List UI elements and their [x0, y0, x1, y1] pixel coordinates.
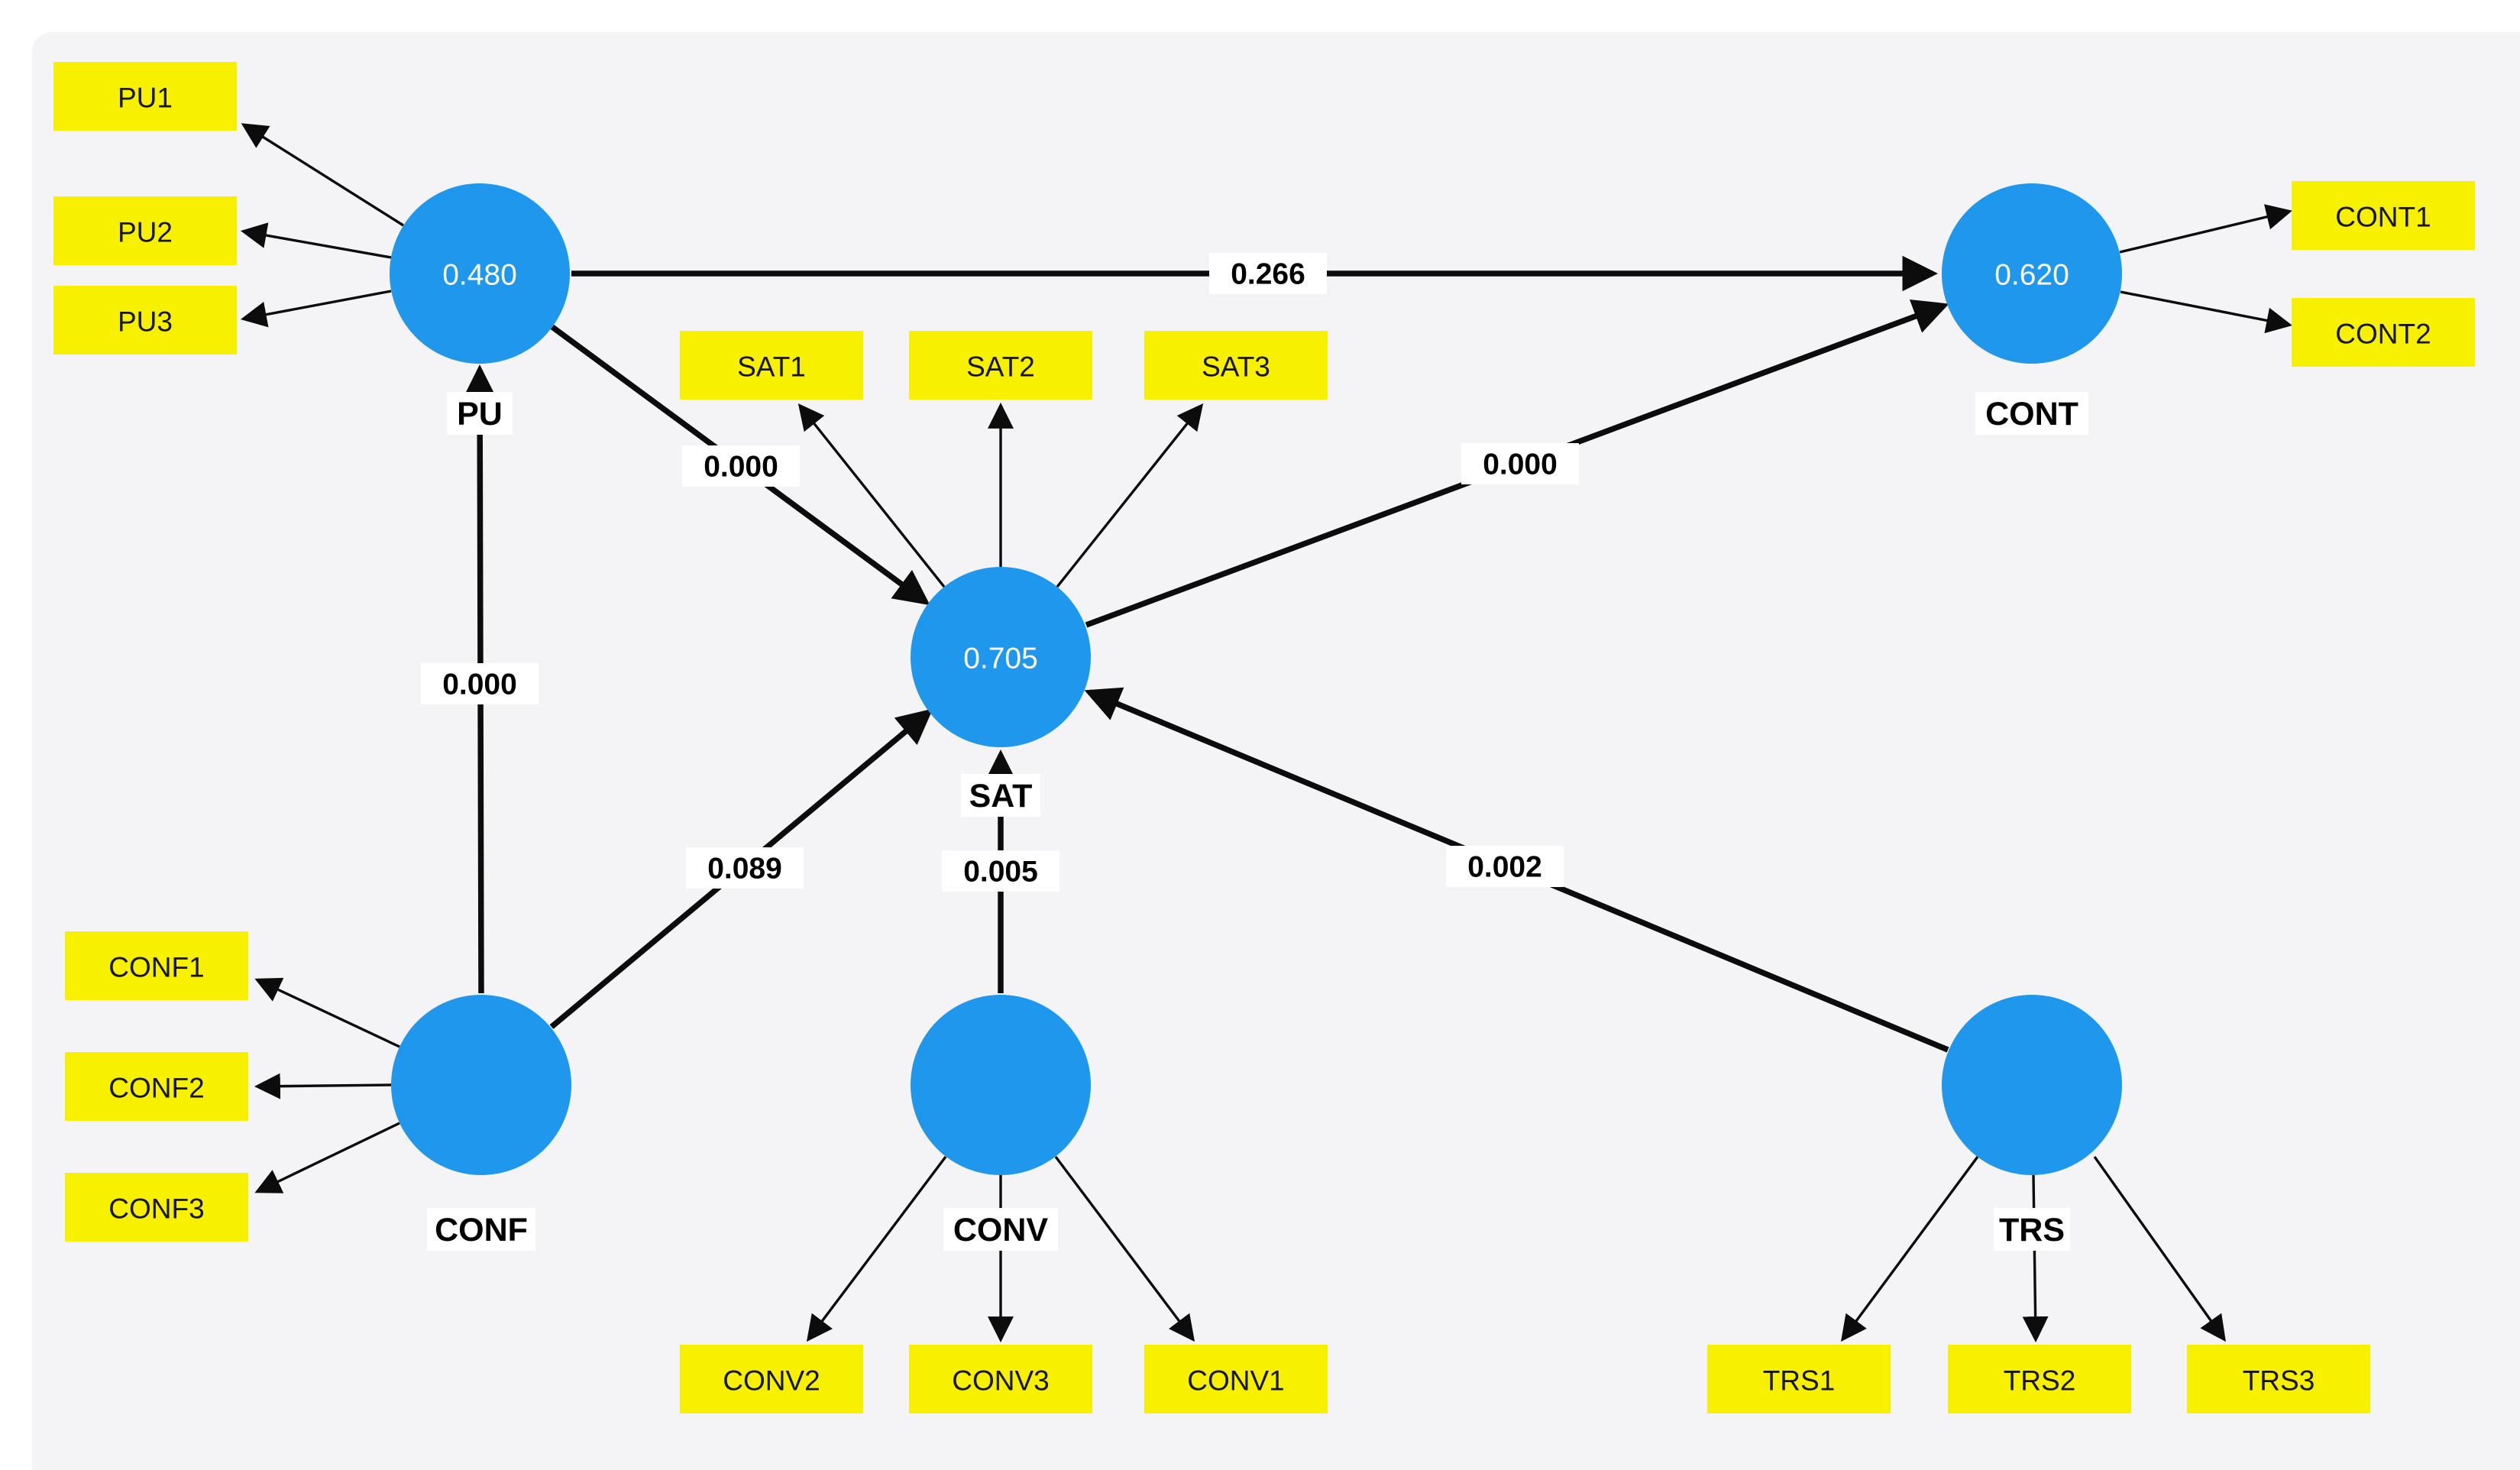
node-trs[interactable]	[1942, 995, 2122, 1175]
coef-trs-sat: 0.002	[1467, 851, 1542, 884]
indicator-conf1-label: CONF1	[108, 952, 204, 983]
indicator-conv2[interactable]	[680, 1345, 863, 1413]
indicator-trs1[interactable]	[1707, 1345, 1891, 1413]
arrow-trs-trs1[interactable]	[1840, 1155, 1979, 1342]
coef-conf-sat-bg	[686, 847, 804, 889]
arrow-cont-cont1[interactable]	[2119, 204, 2292, 254]
indicator-cont2[interactable]	[2292, 298, 2475, 367]
arrow-pu-pu1[interactable]	[241, 123, 404, 227]
path-coefficient-labels: 0.266 0.000 0.000 0.000 0.089 0.005 0.00…	[421, 253, 1579, 892]
arrow-conf-conf2[interactable]	[254, 1073, 392, 1099]
arrow-conv-conv2[interactable]	[806, 1155, 947, 1342]
node-trs-label-bg	[1994, 1208, 2070, 1251]
node-trs-label: TRS	[1999, 1212, 2065, 1248]
coef-pu-cont: 0.266	[1231, 258, 1305, 291]
indicator-trs1-label: TRS1	[1763, 1365, 1836, 1397]
indicator-conv1[interactable]	[1144, 1345, 1328, 1413]
arrow-conv-conv1[interactable]	[1054, 1155, 1195, 1342]
indicator-pu3-label: PU3	[118, 306, 173, 338]
latent-nodes: 0.480 0.620 0.705	[390, 183, 2122, 1175]
measurement-arrows	[240, 123, 2293, 1343]
arrow-sat-sat1[interactable]	[797, 403, 946, 588]
indicator-trs2-label: TRS2	[2004, 1365, 2076, 1397]
indicator-conv2-label: CONV2	[723, 1365, 820, 1397]
coef-conf-pu: 0.000	[442, 669, 517, 701]
indicator-sat1[interactable]	[680, 331, 863, 400]
arrow-pu-pu2[interactable]	[240, 222, 392, 259]
indicator-boxes: PU1 PU2 PU3 SAT1 SAT2 SAT3 CONT1 CONT2	[53, 62, 2475, 1413]
node-sat-r2: 0.705	[963, 643, 1038, 675]
indicator-conf1[interactable]	[65, 931, 248, 1000]
node-conv-label-bg	[943, 1208, 1058, 1251]
node-conv[interactable]	[911, 995, 1091, 1175]
coef-sat-cont: 0.000	[1483, 448, 1558, 481]
node-pu[interactable]	[390, 183, 570, 364]
indicator-sat1-label: SAT1	[737, 351, 806, 383]
coef-trs-sat-bg	[1446, 846, 1564, 887]
indicator-pu2-label: PU2	[118, 217, 173, 248]
node-sat-label: SAT	[969, 778, 1033, 814]
indicator-conv3[interactable]	[909, 1345, 1092, 1413]
arrow-conf-conf1[interactable]	[254, 977, 400, 1048]
node-conf-label-bg	[427, 1208, 535, 1251]
node-labels: PU CONT SAT CONF CONV TRS	[427, 392, 2088, 1251]
node-pu-label: PU	[457, 396, 503, 432]
coef-pu-sat-bg	[682, 445, 800, 487]
indicator-sat2[interactable]	[909, 331, 1092, 400]
indicator-conf2-label: CONF2	[108, 1073, 204, 1104]
node-cont-r2: 0.620	[1994, 259, 2069, 292]
indicator-cont1[interactable]	[2292, 181, 2475, 250]
arrow-trs-trs2[interactable]	[2022, 1174, 2049, 1343]
coef-pu-cont-bg	[1209, 253, 1327, 294]
node-pu-label-bg	[447, 392, 513, 435]
indicator-conf3-label: CONF3	[108, 1193, 204, 1225]
indicator-pu1[interactable]	[53, 62, 237, 131]
coef-conf-sat: 0.089	[707, 853, 782, 886]
indicator-conv1-label: CONV1	[1187, 1365, 1284, 1397]
node-conf[interactable]	[391, 995, 571, 1175]
arrow-pu-pu3[interactable]	[240, 290, 392, 328]
indicator-pu2[interactable]	[53, 196, 237, 265]
coef-pu-sat: 0.000	[704, 451, 778, 484]
indicator-cont2-label: CONT2	[2335, 319, 2431, 350]
node-sat[interactable]	[911, 567, 1091, 747]
indicator-pu1-label: PU1	[118, 83, 173, 114]
coef-sat-cont-bg	[1461, 443, 1579, 484]
arrow-conf-conf3[interactable]	[254, 1122, 400, 1193]
coef-conv-sat: 0.005	[963, 856, 1038, 889]
indicator-cont1-label: CONT1	[2335, 202, 2431, 233]
indicator-sat2-label: SAT2	[966, 351, 1035, 383]
arrow-trs-trs3[interactable]	[2093, 1156, 2226, 1342]
node-conv-label: CONV	[953, 1212, 1049, 1248]
indicator-conv3-label: CONV3	[952, 1365, 1049, 1397]
coef-conv-sat-bg	[942, 850, 1059, 892]
node-cont[interactable]	[1942, 183, 2122, 364]
node-conf-label: CONF	[435, 1212, 528, 1248]
indicator-conf2[interactable]	[65, 1052, 248, 1121]
arrow-sat-sat3[interactable]	[1056, 403, 1204, 588]
indicator-sat3[interactable]	[1144, 331, 1328, 400]
arrow-cont-cont2[interactable]	[2120, 290, 2293, 334]
coef-conf-pu-bg	[421, 663, 539, 704]
node-cont-label: CONT	[1985, 396, 2078, 432]
node-sat-label-bg	[961, 774, 1040, 817]
indicator-trs3[interactable]	[2187, 1345, 2370, 1413]
indicator-trs3-label: TRS3	[2243, 1365, 2315, 1397]
indicator-conf3[interactable]	[65, 1173, 248, 1242]
canvas-panel	[32, 32, 2520, 1470]
indicator-trs2[interactable]	[1948, 1345, 2131, 1413]
indicator-sat3-label: SAT3	[1202, 351, 1270, 383]
node-pu-r2: 0.480	[442, 259, 517, 292]
indicator-pu3[interactable]	[53, 286, 237, 355]
node-cont-label-bg	[1975, 392, 2088, 435]
